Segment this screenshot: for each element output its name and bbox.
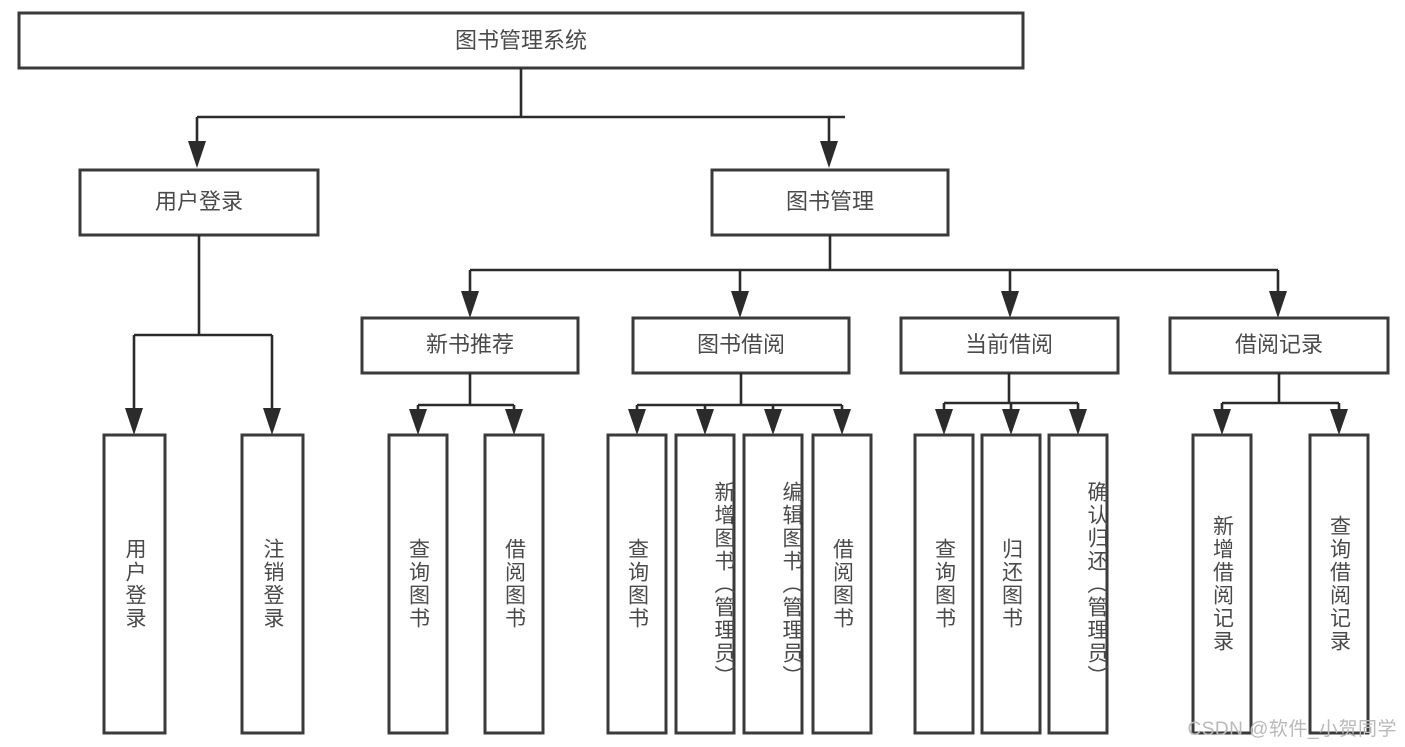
arrow-head-icon [125, 408, 143, 435]
node-book-management[interactable]: 图书管理 [710, 168, 950, 237]
arrow-head-icon [833, 409, 851, 435]
leaf-box-current-borrow-2[interactable] [1047, 433, 1109, 735]
leaf-box-book-borrow-1[interactable] [674, 433, 736, 735]
arrow-head-icon [188, 141, 206, 168]
node-book-borrow[interactable]: 图书借阅 [631, 316, 851, 375]
arrow-head-icon [731, 291, 749, 318]
connector-root-to-level1 [188, 68, 845, 168]
connector-book-management-to-level2 [461, 235, 1287, 318]
leaf-box-current-borrow-1[interactable] [980, 433, 1042, 735]
leaf-box-user-login-0[interactable] [102, 433, 167, 735]
arrow-head-icon [820, 141, 838, 168]
node-user-login-box [78, 168, 320, 237]
node-book-borrow-label: 图书借阅 [697, 332, 785, 357]
arrow-head-icon [263, 408, 281, 435]
connector-user-login-to-leaves [125, 235, 281, 435]
leaf-box-new-book-recommend-0[interactable] [387, 433, 449, 735]
arrow-head-icon [1069, 409, 1087, 435]
arrow-head-icon [1002, 409, 1020, 435]
arrow-head-icon [1330, 409, 1348, 435]
arrow-head-icon [1269, 291, 1287, 318]
leaf-box-new-book-recommend-1[interactable] [483, 433, 545, 735]
node-new-book-recommend-box [360, 316, 580, 375]
connector-new-book-recommend-to-leaves [409, 373, 523, 435]
arrow-head-icon [628, 409, 646, 435]
node-current-borrow-label: 当前借阅 [965, 332, 1053, 357]
node-borrow-record-label: 借阅记录 [1235, 332, 1323, 357]
watermark-text: CSDN @软件_小贺同学 [1187, 719, 1397, 740]
arrow-head-icon [764, 409, 782, 435]
leaf-box-book-borrow-2[interactable] [742, 433, 804, 735]
node-root-label: 图书管理系统 [455, 28, 587, 53]
arrow-head-icon [1001, 291, 1019, 318]
node-current-borrow[interactable]: 当前借阅 [899, 316, 1120, 375]
arrow-head-icon [409, 409, 427, 435]
node-user-login-label: 用户登录 [155, 189, 243, 214]
leaf-box-book-borrow-0[interactable] [606, 433, 668, 735]
arrow-head-icon [696, 409, 714, 435]
node-root-box [17, 11, 1025, 70]
connector-current-borrow-to-leaves [935, 373, 1087, 435]
node-new-book-recommend-label: 新书推荐 [426, 332, 514, 357]
connector-book-borrow-to-leaves [628, 373, 851, 435]
leaf-box-user-login-1[interactable] [240, 433, 305, 735]
arrow-head-icon [505, 409, 523, 435]
arrow-head-icon [461, 291, 479, 318]
arrow-head-icon [1213, 409, 1231, 435]
node-borrow-record[interactable]: 借阅记录 [1168, 316, 1390, 375]
leaf-box-borrow-record-1[interactable] [1308, 433, 1370, 735]
leaf-box-borrow-record-0[interactable] [1191, 433, 1253, 735]
leaf-box-book-borrow-3[interactable] [811, 433, 873, 735]
node-new-book-recommend[interactable]: 新书推荐 [360, 316, 580, 375]
arrow-head-icon [935, 409, 953, 435]
node-root[interactable]: 图书管理系统 [17, 11, 1025, 70]
connector-borrow-record-to-leaves [1213, 373, 1348, 435]
node-book-management-label: 图书管理 [786, 189, 874, 214]
leaf-box-current-borrow-0[interactable] [913, 433, 975, 735]
node-user-login[interactable]: 用户登录 [78, 168, 320, 237]
node-current-borrow-box [899, 316, 1120, 375]
